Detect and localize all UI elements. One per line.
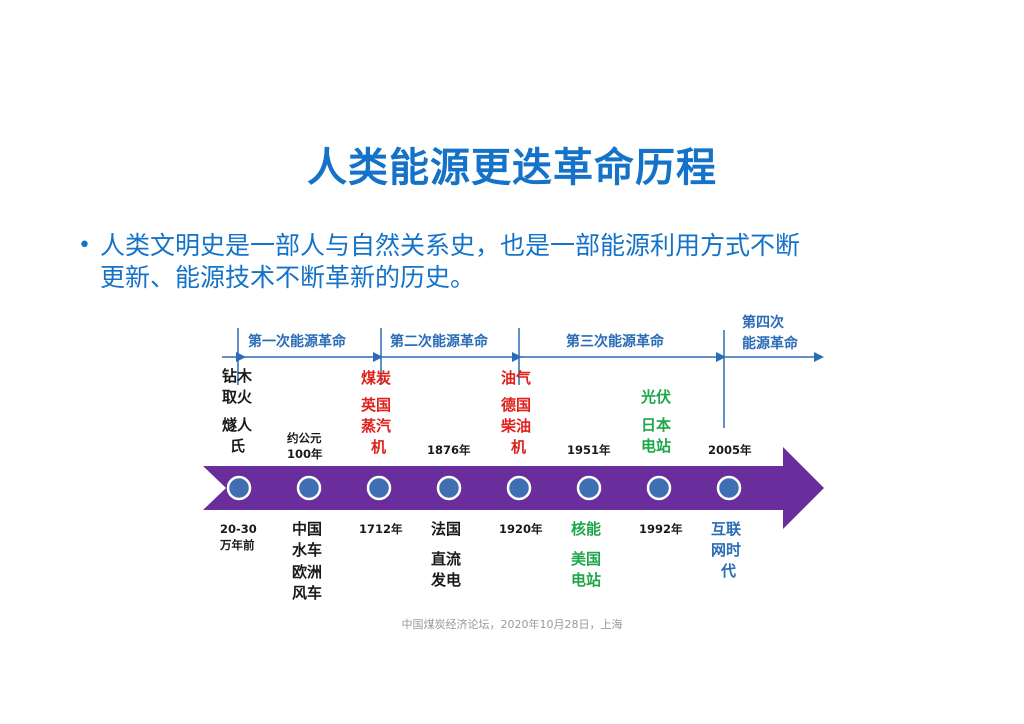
label-oil: 油气 — [501, 369, 532, 387]
label-cn-4: 风车 — [292, 584, 323, 602]
label-fr-2: 直流 — [431, 550, 462, 568]
label-2030-1: 20-30 — [220, 522, 257, 536]
label-1876: 1876年 — [427, 443, 471, 457]
label-net-3: 代 — [721, 562, 737, 580]
label-uk-3: 机 — [371, 438, 387, 456]
node-5 — [506, 475, 532, 501]
node-1 — [226, 475, 252, 501]
era-fourth-line2: 能源革命 — [742, 336, 798, 352]
label-drill-2: 取火 — [222, 388, 253, 406]
bullet-dot: • — [78, 233, 91, 258]
label-uk-1: 英国 — [361, 396, 392, 414]
label-1920: 1920年 — [499, 522, 543, 536]
node-8 — [716, 475, 742, 501]
era-second: 第二次能源革命 — [390, 334, 488, 350]
label-net-1: 互联 — [711, 520, 742, 538]
label-jp-2: 电站 — [641, 437, 672, 455]
node-3 — [366, 475, 392, 501]
node-4 — [436, 475, 462, 501]
era-fourth-line1: 第四次 — [742, 315, 784, 331]
label-cn-2: 水车 — [292, 541, 323, 559]
node-7 — [646, 475, 672, 501]
label-fr-3: 发电 — [431, 571, 462, 589]
node-2 — [296, 475, 322, 501]
footer-source: 中国煤炭经济论坛，2020年10月28日，上海 — [401, 618, 623, 631]
label-jp-1: 日本 — [641, 416, 672, 434]
bullet-line-2: 更新、能源技术不断革新的历史。 — [100, 263, 476, 292]
label-sui-1: 燧人 — [222, 416, 253, 434]
label-yue-2: 100年 — [287, 447, 323, 461]
label-us-2: 电站 — [571, 571, 602, 589]
label-yue-1: 约公元 — [287, 431, 322, 445]
label-de-3: 机 — [511, 438, 527, 456]
label-1712: 1712年 — [359, 522, 403, 536]
label-nuc: 核能 — [571, 520, 602, 538]
label-us-1: 美国 — [571, 550, 602, 568]
label-1951: 1951年 — [567, 443, 611, 457]
page-title: 人类能源更迭革命历程 — [307, 145, 717, 191]
timeline-nodes — [226, 475, 742, 501]
label-pv: 光伏 — [641, 388, 672, 406]
node-6 — [576, 475, 602, 501]
label-de-1: 德国 — [501, 396, 532, 414]
label-2030-2: 万年前 — [220, 538, 255, 552]
label-de-2: 柴油 — [501, 417, 532, 435]
era-first: 第一次能源革命 — [248, 334, 346, 350]
bullet-line-1: 人类文明史是一部人与自然关系史，也是一部能源利用方式不断 — [100, 231, 801, 260]
label-1992: 1992年 — [639, 522, 683, 536]
label-sui-2: 氏 — [230, 437, 246, 455]
label-cn-1: 中国 — [292, 520, 323, 538]
label-coal: 煤炭 — [361, 369, 392, 387]
label-uk-2: 蒸汽 — [361, 417, 392, 435]
label-cn-3: 欧洲 — [292, 563, 323, 581]
label-net-2: 网时 — [711, 541, 742, 559]
label-2005: 2005年 — [708, 443, 752, 457]
era-third: 第三次能源革命 — [566, 334, 664, 350]
label-fr-1: 法国 — [431, 520, 462, 538]
label-drill-1: 钻木 — [222, 367, 253, 385]
